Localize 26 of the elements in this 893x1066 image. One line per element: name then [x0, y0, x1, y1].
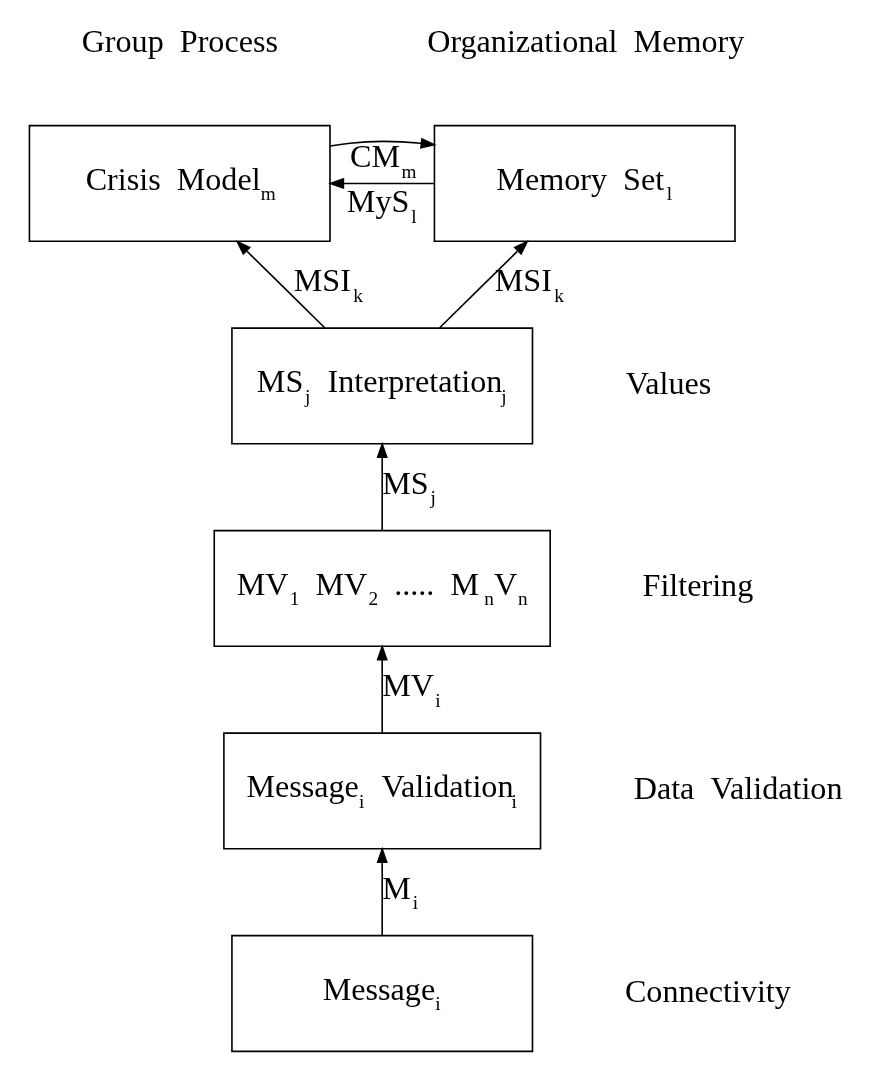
edge-label: MSI$_{k}$ — [293, 262, 363, 306]
node-label: Group Process — [81, 22, 278, 59]
arrow — [438, 240, 529, 329]
edge-label: MyS$_{l}$ — [346, 183, 417, 227]
node-box: MS$_{j}$ Interpretation$_{j}$ — [231, 327, 534, 445]
node-label: Values — [625, 364, 712, 401]
node-box: MV$_{1}$ MV$_{2}$ ..... M$_{n}$V$_{n}$ — [213, 529, 551, 648]
node-label: Organizational Memory — [427, 22, 745, 59]
edge-label: MV$_{i}$ — [382, 667, 441, 711]
node-box: Crisis Model$_{m}$ — [28, 124, 331, 243]
arrow — [329, 137, 437, 149]
edge-label: M$_{i}$ — [382, 869, 419, 914]
node-label: Data Validation — [633, 769, 843, 806]
node-label: Filtering — [642, 567, 754, 604]
node-box: Memory Set$_{l}$ — [433, 124, 736, 243]
node-box: Message$_{i}$ Validation$_{i}$ — [223, 732, 542, 850]
node-box: Message$_{i}$ — [231, 934, 534, 1053]
edge-label: CM$_{m}$ — [350, 138, 417, 182]
node-label: Connectivity — [624, 972, 791, 1009]
arrow — [328, 177, 435, 190]
arrow — [235, 240, 326, 329]
edge-label: MSI$_{k}$ — [494, 262, 564, 306]
arrow — [376, 644, 388, 734]
edge-label: MS$_{j}$ — [382, 464, 436, 509]
arrow — [376, 441, 388, 532]
arrow — [376, 846, 388, 937]
